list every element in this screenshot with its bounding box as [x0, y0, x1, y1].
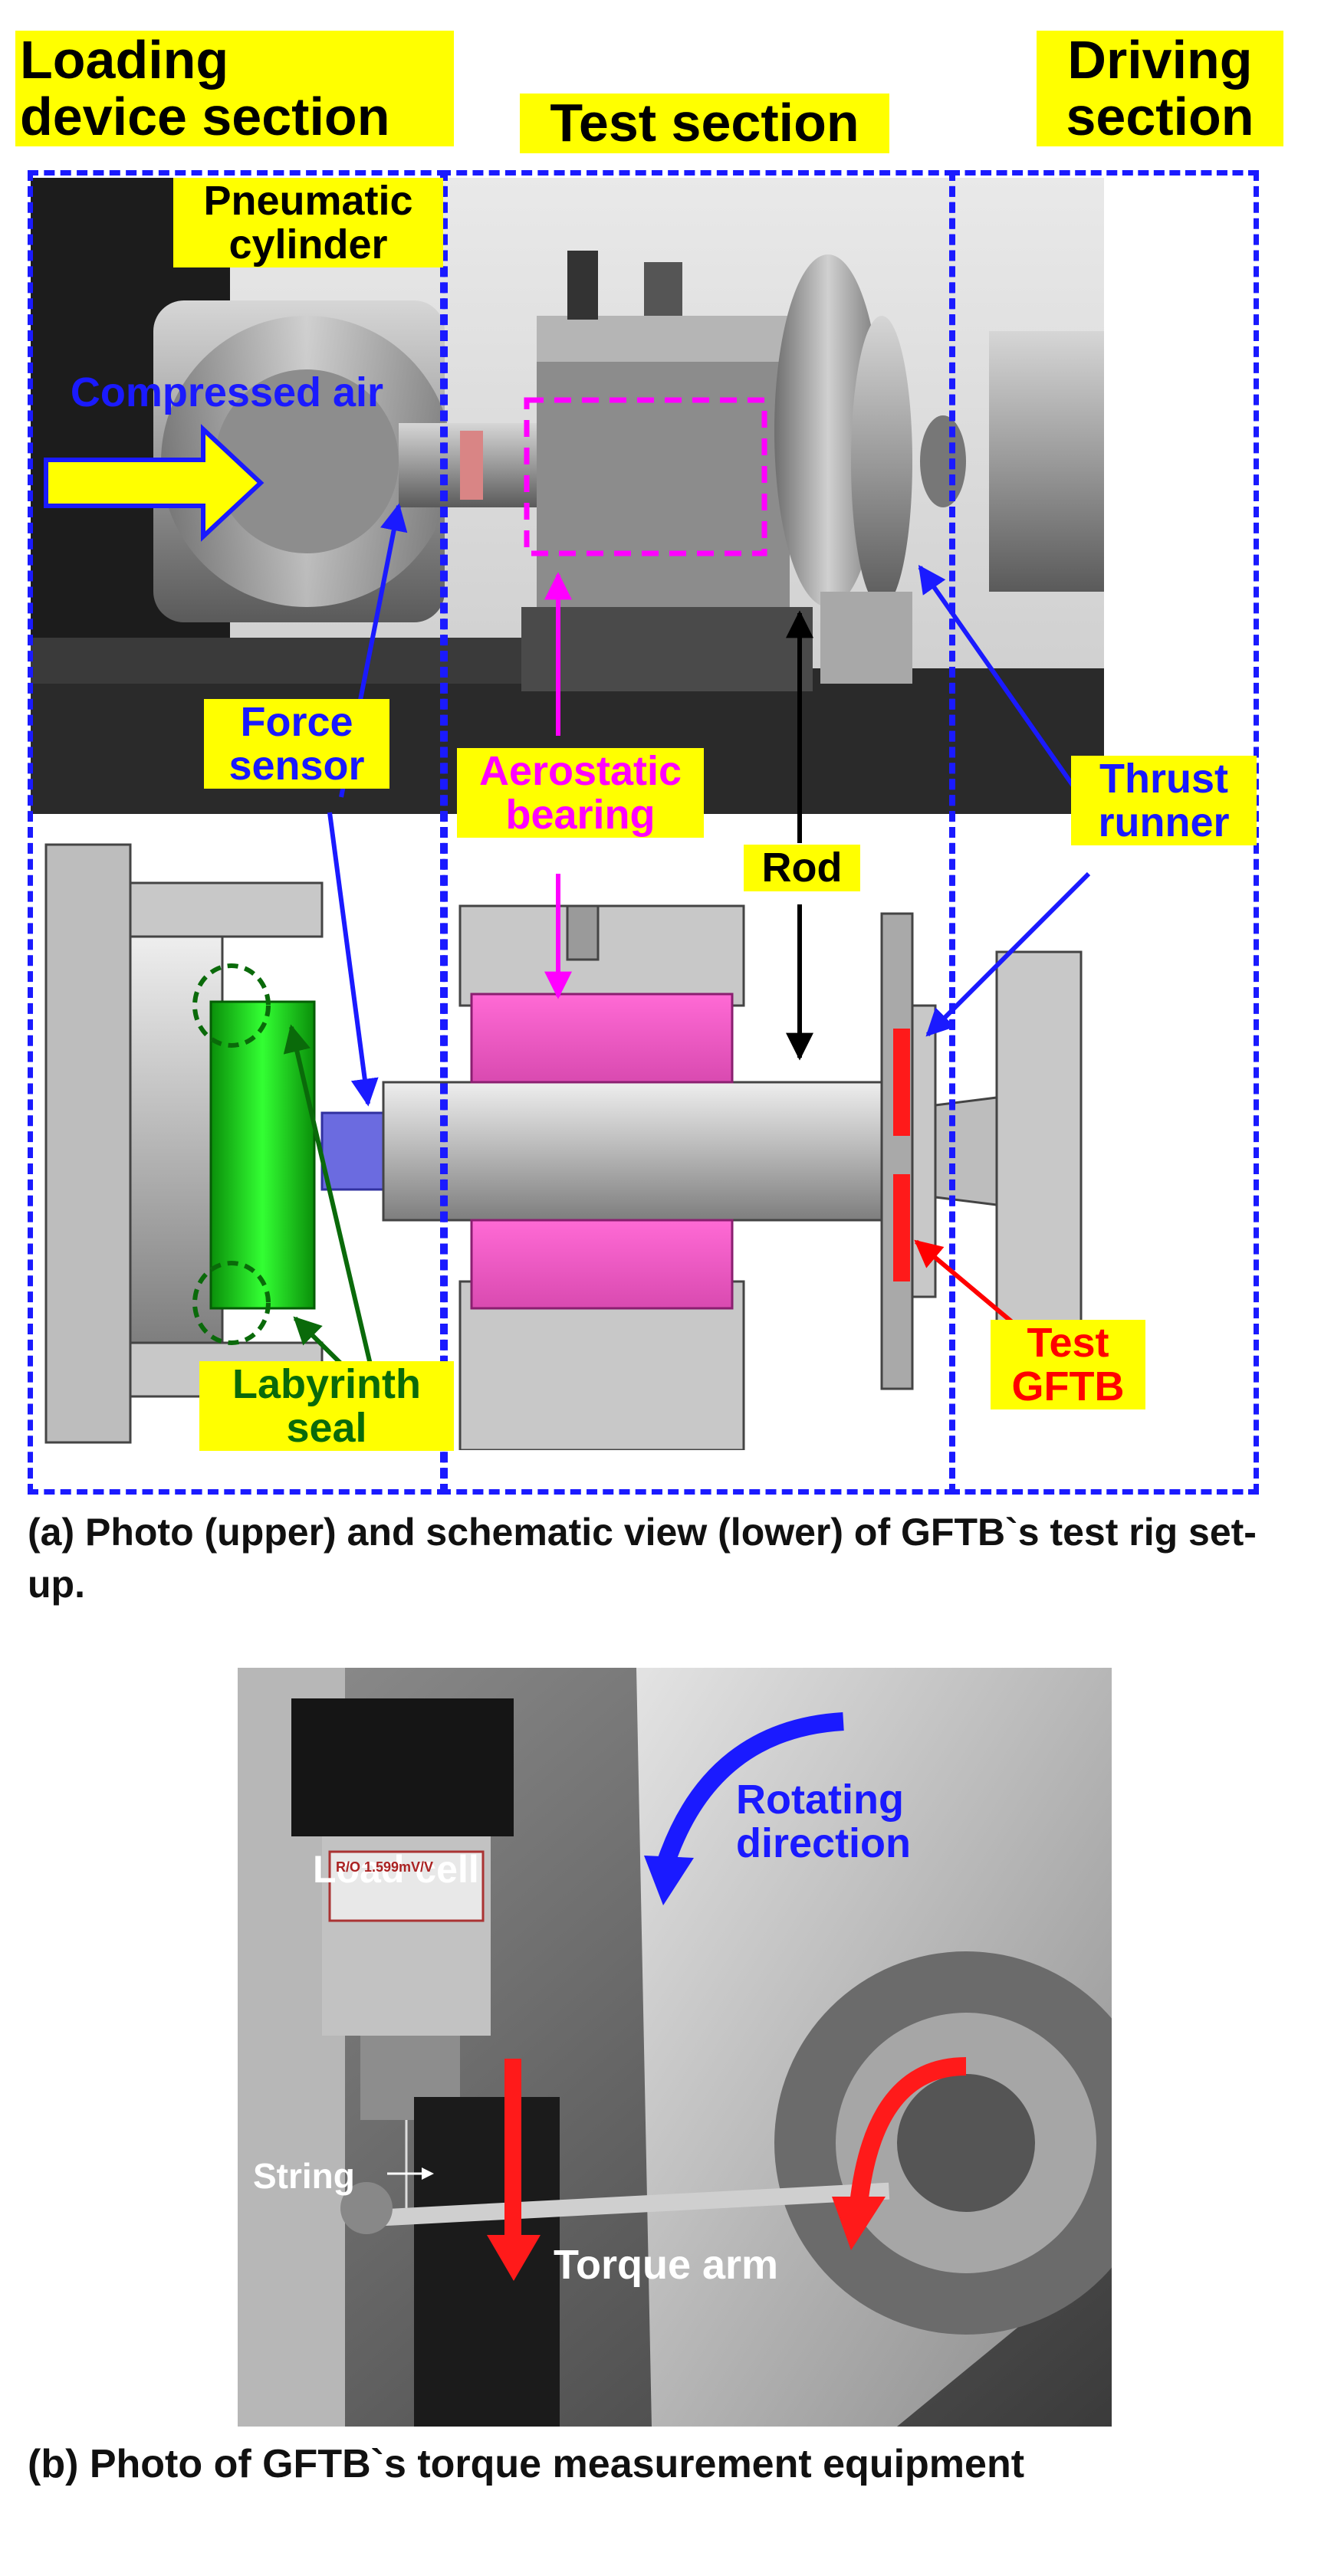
caption-a: (a) Photo (upper) and schematic view (lo… [28, 1511, 1257, 1606]
load-cell-label: Load cell [313, 1848, 479, 1891]
caption-b: (b) Photo of GFTB`s torque measurement e… [28, 2442, 1025, 2486]
force-sensor-label: Force sensor [204, 699, 389, 789]
torque-arm-label: Torque arm [554, 2242, 779, 2288]
pneumatic-cylinder-label: Pneumatic cylinder [173, 178, 443, 268]
driving-section-title: Driving section [1037, 31, 1283, 146]
loading-section-title: Loading device section [15, 31, 454, 146]
compressed-air-label: Compressed air [70, 369, 384, 415]
rig-photo [31, 178, 1104, 814]
test-gftb-label: Test GFTB [991, 1320, 1145, 1410]
torque-photo [238, 1668, 1112, 2427]
rotating-direction-label: Rotating direction [736, 1777, 912, 1866]
labyrinth-seal-label: Labyrinth seal [199, 1361, 454, 1452]
compressed-air-arrow [44, 424, 265, 542]
string-label: String [253, 2156, 355, 2196]
test-section-title: Test section [520, 94, 889, 153]
rod-label: Rod [744, 845, 860, 891]
load-cell-plate-text: R/O 1.599mV/V [336, 1859, 434, 1875]
thrust-runner-label: Thrust runner [1071, 756, 1257, 846]
aerostatic-bearing-label: Aerostatic bearing [457, 748, 704, 838]
